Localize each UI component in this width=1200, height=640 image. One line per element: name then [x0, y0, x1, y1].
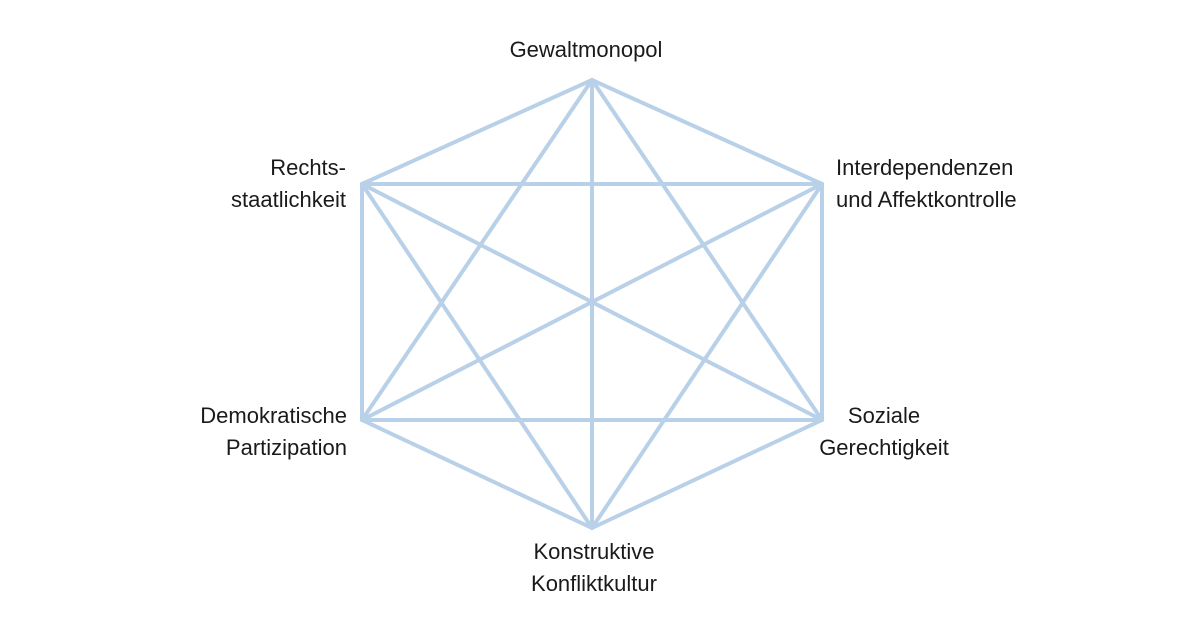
edge-upper-right-to-bottom: [590, 182, 824, 530]
edge-top-to-upper-right: [590, 78, 824, 186]
node-label-line: Soziale: [847, 403, 921, 428]
node-label-line: staatlichkeit: [231, 187, 346, 212]
node-label-line: Interdependenzen: [836, 155, 1014, 180]
edge-lower-right-to-bottom: [590, 418, 824, 530]
node-label-konstruktive-konfliktkultur: Konstruktive Konfliktkultur: [531, 536, 657, 600]
node-label-gewaltmonopol: Gewaltmonopol: [510, 34, 663, 66]
node-label-interdependenzen: Interdependenzen und Affektkontrolle: [836, 152, 1017, 216]
node-label-line: Demokratische: [200, 403, 347, 428]
node-label-rechtsstaatlichkeit: Rechts- staatlichkeit: [231, 152, 346, 216]
node-label-line: Gewaltmonopol: [509, 37, 663, 62]
node-label-line: Partizipation: [225, 435, 347, 460]
node-label-line: Rechts-: [270, 155, 346, 180]
edge-bottom-to-lower-left: [360, 418, 594, 530]
node-label-demokratische-partizipation: Demokratische Partizipation: [200, 400, 347, 464]
node-label-line: Gerechtigkeit: [819, 435, 949, 460]
edge-lower-right-to-upper-left: [360, 182, 824, 422]
edge-bottom-to-upper-left: [360, 182, 594, 530]
node-label-soziale-gerechtigkeit: Soziale Gerechtigkeit: [819, 400, 949, 464]
edge-top-to-lower-right: [590, 78, 824, 422]
edge-top-to-lower-left: [360, 78, 594, 422]
node-label-line: Konstruktive: [533, 539, 655, 564]
node-label-line: Konfliktkultur: [531, 571, 657, 596]
edge-top-to-upper-left: [360, 78, 594, 186]
node-label-line: und Affektkontrolle: [836, 187, 1017, 212]
